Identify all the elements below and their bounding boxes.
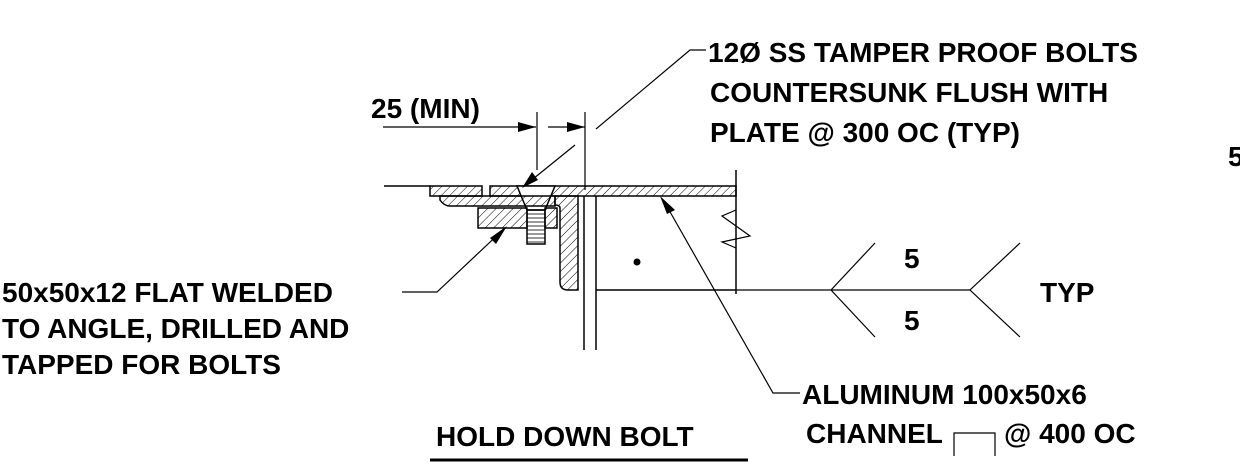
weld-size-bottom: 5 — [904, 305, 920, 336]
weld-symbol — [736, 242, 1021, 338]
bolt-note-line2: COUNTERSUNK FLUSH WITH — [710, 77, 1108, 108]
bolt-note-leader — [595, 49, 706, 130]
channel-note-line1: ALUMINUM 100x50x6 — [802, 379, 1087, 410]
support-angle — [439, 195, 579, 291]
bolt-note-line3: PLATE @ 300 OC (TYP) — [710, 117, 1020, 148]
dimension-min-edge — [383, 112, 586, 190]
channel-note-line2a: CHANNEL — [806, 418, 943, 449]
flat-note-line1: 50x50x12 FLAT WELDED — [2, 277, 333, 308]
aluminum-channel — [583, 196, 752, 350]
welded-flat — [477, 207, 558, 229]
cover-plate — [384, 170, 737, 294]
channel-section-icon — [953, 432, 996, 456]
flat-note-line2: TO ANGLE, DRILLED AND — [2, 313, 349, 344]
channel-note-leader — [660, 196, 800, 394]
bolt-note-line1: 12Ø SS TAMPER PROOF BOLTS — [708, 37, 1138, 68]
flat-note-leader — [402, 226, 507, 293]
weld-tail-text: TYP — [1040, 277, 1094, 308]
edge-fragment: 5 — [1228, 141, 1240, 172]
flat-note-line3: TAPPED FOR BOLTS — [2, 349, 281, 380]
channel-note-line2b: @ 400 OC — [1004, 418, 1136, 449]
dimension-label: 25 (MIN) — [371, 93, 480, 124]
weld-size-top: 5 — [904, 243, 920, 274]
drawing-title: HOLD DOWN BOLT — [436, 421, 694, 452]
